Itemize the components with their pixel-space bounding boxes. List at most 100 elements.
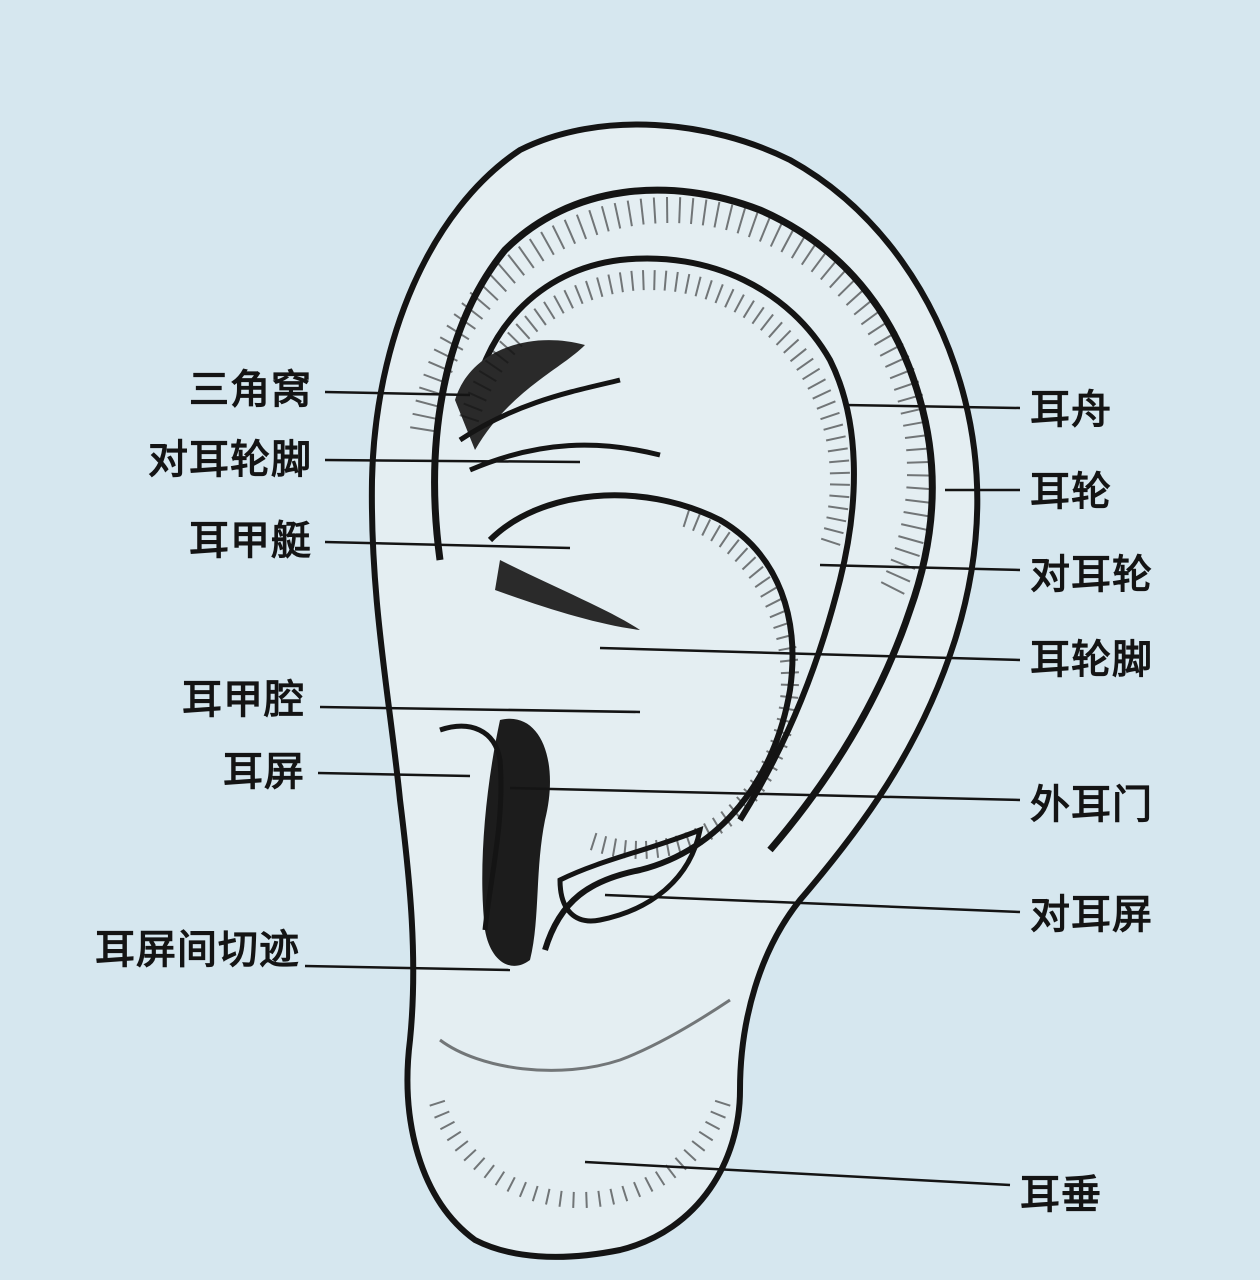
antihelix-hatch (499, 340, 516, 356)
antihelix-hatch (472, 380, 492, 392)
label-cymba-conchae: 耳甲艇 (189, 518, 312, 564)
concha-hatch (726, 539, 740, 555)
antihelix-hatch (491, 349, 509, 364)
earlobe-shape (439, 998, 731, 1072)
antihelix-hatch (533, 308, 547, 326)
label-external-acoustic-meatus: 外耳门 (1030, 782, 1153, 828)
antihelix-hatch (825, 435, 846, 442)
leader-crura-of-antihelix (324, 458, 581, 464)
concha-hatch (674, 835, 682, 854)
concha-outline (487, 492, 796, 951)
antihelix-hatch (574, 284, 584, 305)
helix-hatch (889, 367, 915, 380)
helix-hatch (428, 360, 453, 374)
antihelix-hatch (459, 414, 480, 423)
helix-hatch (906, 486, 933, 491)
antihelix-hatch (796, 357, 814, 371)
concha-hatch (773, 728, 792, 737)
concha-hatch (728, 803, 742, 820)
concha-hatch (665, 838, 671, 857)
concha-hatch (634, 840, 637, 859)
concha-hatch (770, 739, 788, 749)
concha-hatch (741, 556, 757, 571)
helix-hatch (853, 297, 876, 316)
helix-hatch (879, 343, 904, 357)
helix-hatch (900, 406, 927, 415)
helix-hatch (897, 393, 924, 403)
antihelix-hatch (820, 537, 841, 546)
earlobe-hatch (621, 1185, 629, 1202)
antihelix-hatch (816, 400, 836, 410)
concha-hatch (703, 823, 714, 840)
helix-hatch (713, 201, 721, 228)
concha-hatch (761, 760, 778, 772)
earlobe-hatch (558, 1190, 563, 1207)
concha-hatch (773, 621, 791, 630)
antihelix-hatch (515, 323, 531, 340)
antihelix-hatch (829, 494, 850, 499)
leader-triangular-fossa (324, 390, 471, 397)
helix-hatch (439, 336, 464, 351)
earlobe-hatch (691, 1140, 706, 1152)
antihelix-hatch (783, 338, 800, 354)
antihelix-hatch (463, 402, 483, 412)
concha-hatch (710, 524, 722, 542)
helix-hatch (829, 267, 849, 289)
concha-hatch (743, 788, 758, 802)
concha-hatch (718, 531, 731, 548)
concha-hatch (623, 840, 627, 859)
helix-hatch (507, 254, 525, 276)
antihelix-hatch (694, 276, 702, 297)
earlobe-hatch (705, 1120, 721, 1131)
earlobe-hatch (654, 1171, 666, 1186)
label-antitragus: 对耳屏 (1030, 892, 1153, 938)
label-crura-of-antihelix: 对耳轮脚 (148, 437, 312, 483)
antihelix-hatch (596, 277, 604, 298)
antihelix-hatch (751, 306, 765, 325)
concha-hatch (749, 779, 766, 793)
concha-hatch (589, 832, 598, 851)
helix-hatch (433, 348, 458, 362)
concha-hatch (776, 633, 795, 641)
helix-hatch (769, 222, 783, 247)
helix-hatch (563, 219, 577, 245)
concha-hatch (780, 683, 799, 687)
helix-hatch (906, 474, 933, 477)
antihelix-hatch (618, 272, 624, 293)
antihelix-hatch (478, 369, 497, 383)
leader-crus-of-helix (599, 646, 1021, 662)
helix-hatch (588, 209, 599, 236)
helix-hatch (528, 238, 545, 262)
concha-hatch (766, 750, 784, 760)
antihelix-hatch (653, 270, 656, 291)
concha-hatch (692, 513, 701, 532)
concha-hatch (769, 609, 787, 619)
antihelix-hatch (829, 459, 850, 464)
crus-of-helix-shape (495, 560, 640, 630)
antihelix-hatch (585, 280, 594, 301)
leader-antihelix (819, 563, 1021, 572)
helix-hatch (423, 373, 449, 385)
helix-hatch (903, 420, 929, 427)
helix-hatch (906, 447, 933, 452)
helix-hatch (905, 498, 932, 504)
label-helix: 耳轮 (1030, 469, 1112, 515)
label-tragus: 耳屏 (223, 749, 305, 795)
concha-hatch (736, 796, 750, 811)
label-triangular-fossa: 三角窝 (189, 367, 312, 413)
concha-hatch (720, 811, 733, 827)
helix-hatch (800, 242, 818, 266)
antihelix-hatch (826, 516, 847, 523)
helix-hatch (478, 281, 499, 301)
concha-hatch (780, 695, 799, 699)
antihelix-hatch (553, 295, 565, 314)
earlobe-hatch (710, 1110, 726, 1119)
antihelix-hatch (760, 313, 774, 331)
antihelix-hatch (827, 447, 848, 453)
antihelix-hatch (733, 294, 745, 313)
antihelix-hatch (563, 289, 574, 309)
antitragus-shape (557, 825, 704, 924)
leader-scapha (844, 403, 1021, 410)
antihelix-hatch (828, 505, 849, 511)
